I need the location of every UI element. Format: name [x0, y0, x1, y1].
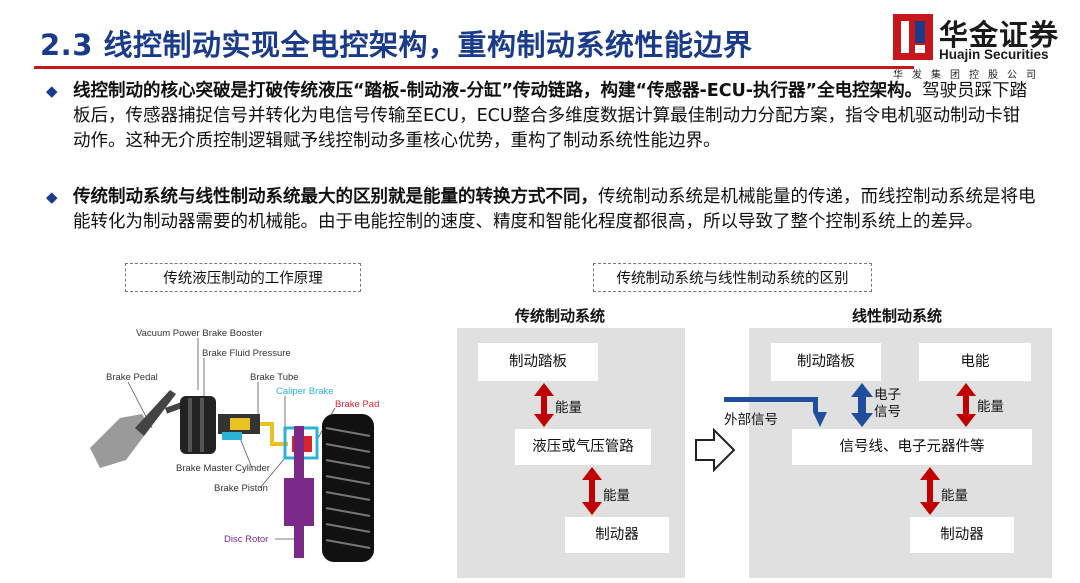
trad-pipeline-box: 液压或气压管路 [515, 429, 651, 465]
bullet-paragraph: ◆ 线控制动的核心突破是打破传统液压“踏板-制动液-分缸”传动链路，构建“传感器… [46, 79, 1036, 154]
wire-system-title: 线性制动系统 [852, 307, 943, 325]
bullet-paragraph: ◆ 传统制动系统与线性制动系统最大的区别就是能量的转换方式不同，传统制动系统是机… [46, 185, 1036, 235]
logo-english-name: Huajin Securities [939, 47, 1049, 62]
brake-diagram-svg: Vacuum Power Brake Booster Brake Fluid P… [90, 328, 379, 562]
bullet-text: 传统制动系统与线性制动系统最大的区别就是能量的转换方式不同，传统制动系统是机械能… [73, 185, 1036, 235]
diamond-bullet-icon: ◆ [46, 188, 58, 206]
wire-signal-label-line2: 信号 [874, 404, 901, 420]
traditional-system-title: 传统制动系统 [515, 307, 606, 325]
wire-signal-label-line1: 电子 [874, 387, 901, 403]
trad-pedal-box: 制动踏板 [478, 343, 598, 381]
label-pedal: Brake Pedal [106, 372, 158, 383]
logo-chinese-name: 华金证券 [939, 18, 1060, 52]
logo-subtitle: 华发集团控股公司 [893, 70, 1045, 81]
figure-caption-left: 传统液压制动的工作原理 [125, 263, 361, 292]
diamond-bullet-icon: ◆ [46, 82, 58, 100]
foot-shape [90, 414, 150, 468]
page-title: 2.3 线控制动实现全电控架构，重构制动系统性能边界 [40, 28, 753, 62]
wire-bus-box: 信号线、电子元器件等 [792, 429, 1032, 465]
trad-brake-box: 制动器 [565, 517, 669, 553]
wire-energy-label-1: 能量 [977, 399, 1004, 415]
label-disc-rotor: Disc Rotor [224, 534, 268, 545]
huajin-logo-icon [893, 14, 933, 60]
wire-energy-label-2: 能量 [941, 488, 968, 504]
label-booster: Vacuum Power Brake Booster [136, 328, 263, 339]
bullet-body-text: 驾驶员踩下踏板后，传感器捕捉信号并转化为电信号传输至ECU，ECU整合多维度数据… [73, 81, 1028, 151]
wire-pedal-box: 制动踏板 [771, 343, 881, 381]
label-pad: Brake Pad [335, 399, 379, 410]
wire-brake-box: 制动器 [910, 517, 1014, 553]
label-caliper: Caliper Brake [276, 386, 334, 397]
external-signal-label: 外部信号 [724, 412, 778, 428]
figure-caption-right: 传统制动系统与线性制动系统的区别 [593, 263, 872, 292]
label-tube: Brake Tube [250, 372, 299, 383]
wire-power-box: 电能 [919, 343, 1031, 381]
bullet-bold-text: 传统制动系统与线性制动系统最大的区别就是能量的转换方式不同， [73, 187, 598, 207]
company-logo: 华金证券 Huajin Securities 华发集团控股公司 [893, 10, 1078, 81]
transition-arrow-icon [695, 427, 736, 473]
brake-booster-drum [180, 396, 216, 454]
bullet-bold-text: 线控制动的核心突破是打破传统液压“踏板-制动液-分缸”传动链路，构建“传感器-E… [73, 81, 923, 101]
bullet-text: 线控制动的核心突破是打破传统液压“踏板-制动液-分缸”传动链路，构建“传感器-E… [73, 79, 1036, 154]
label-master-cylinder: Brake Master Cylinder [176, 463, 270, 474]
trad-energy-label-1: 能量 [555, 400, 582, 416]
title-underline [34, 66, 914, 69]
label-piston: Brake Piston [214, 483, 268, 494]
label-fluid-pressure: Brake Fluid Pressure [202, 348, 291, 359]
bullet-body-text: 传统制动系统是机械能量的传递，而线控制动系统是将电能转化为制动器需要的机械能。由… [73, 187, 1036, 232]
hydraulic-brake-illustration: Vacuum Power Brake Booster Brake Fluid P… [80, 318, 420, 566]
trad-energy-label-2: 能量 [603, 488, 630, 504]
brake-tube [260, 422, 288, 446]
